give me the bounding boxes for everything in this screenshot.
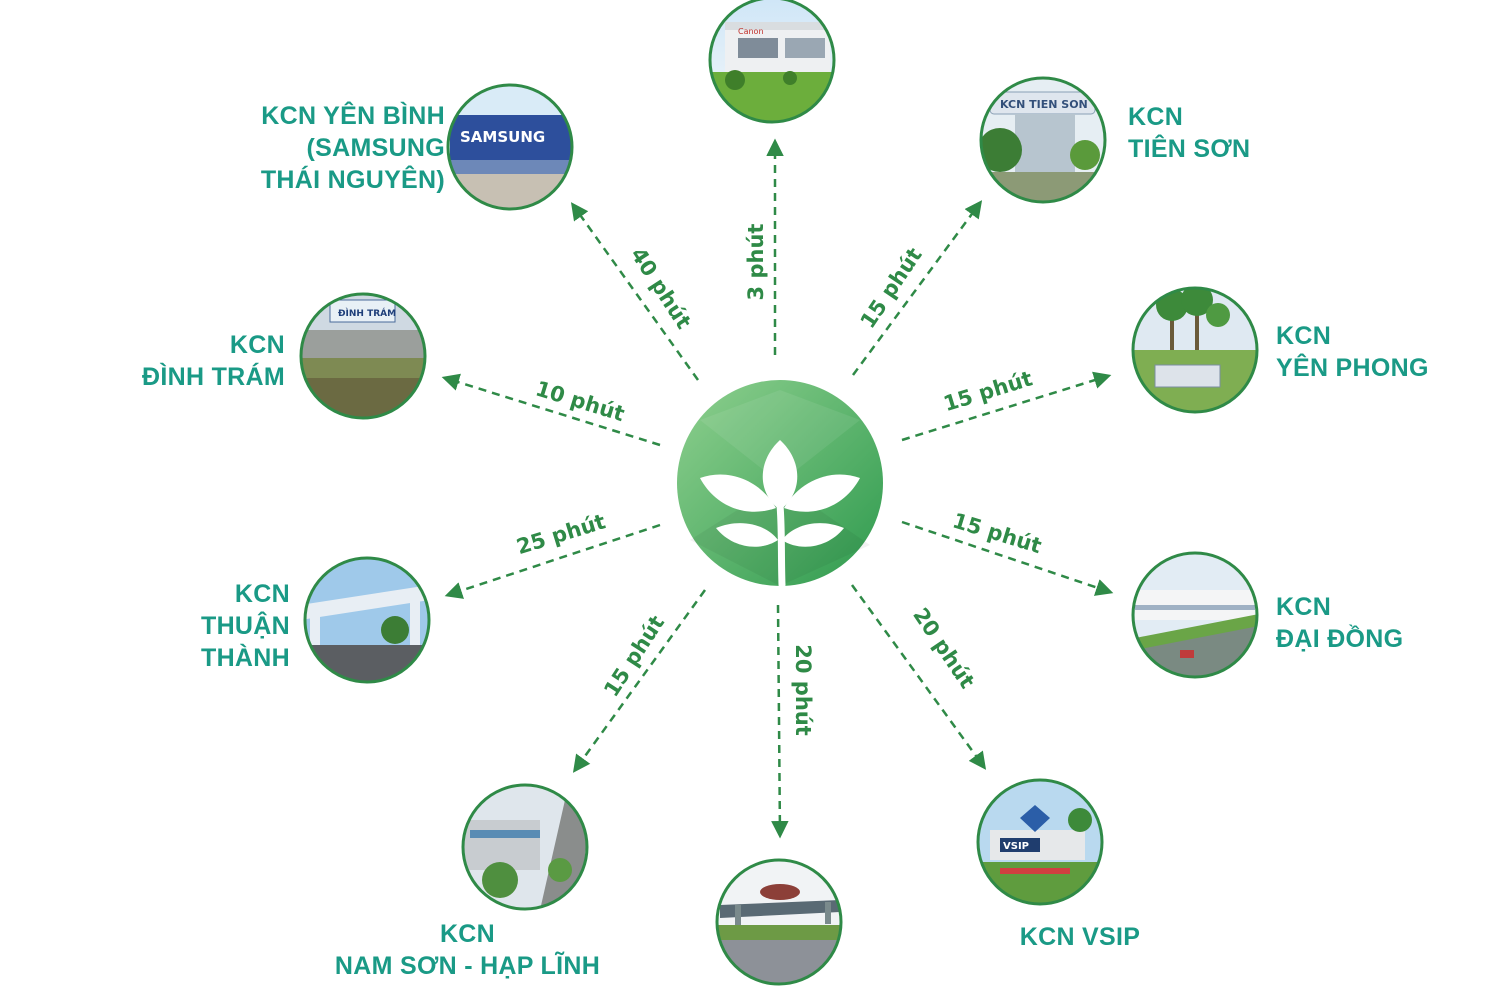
- photo-text-tien-son: KCN TIEN SON: [1000, 98, 1088, 111]
- photo-dinh-tram: ĐÌNH TRÁM: [299, 292, 427, 420]
- photo-text-vsip: VSIP: [1003, 841, 1029, 852]
- label-dai-dong: KCN ĐẠI ĐỒNG: [1276, 593, 1404, 653]
- svg-text:Canon: Canon: [738, 27, 764, 36]
- photo-tien-son: KCN TIEN SON: [979, 76, 1107, 204]
- label-thuan-thanh: KCN THUẬN THÀNH: [201, 580, 290, 672]
- time-label-dinh-tram: 10 phút: [533, 376, 628, 426]
- time-label-bottom: 20 phút: [791, 644, 815, 736]
- time-label-tien-son: 15 phút: [856, 243, 927, 332]
- arrow-dai-dong: [901, 520, 1114, 596]
- time-label-top: 3 phút: [744, 224, 768, 301]
- photo-dai-dong: [1131, 551, 1259, 679]
- arrow-yen-binh: [570, 202, 700, 381]
- arrow-yen-phong: [901, 371, 1112, 442]
- photo-text-dinh-tram: ĐÌNH TRÁM: [338, 307, 396, 319]
- label-tien-son: KCN TIÊN SƠN: [1128, 103, 1251, 163]
- label-nam-son-hap-linh: KCN NAM SƠN - HẠP LĨNH: [334, 920, 601, 980]
- photo-vsip: VSIP: [976, 778, 1104, 906]
- time-label-thuan-thanh: 25 phút: [514, 509, 609, 559]
- leaf-tree-icon: [700, 440, 860, 589]
- label-yen-binh: KCN YÊN BÌNH (SAMSUNG THÁI NGUYÊN): [260, 102, 445, 194]
- photo-thuan-thanh: [303, 556, 431, 684]
- photo-text-yen-binh: SAMSUNG: [460, 128, 545, 146]
- label-vsip: KCN VSIP: [1019, 923, 1141, 951]
- photo-yen-phong: [1131, 286, 1259, 414]
- label-dinh-tram: KCN ĐÌNH TRÁM: [142, 331, 285, 391]
- arrow-thuan-thanh: [444, 523, 661, 599]
- time-label-dai-dong: 15 phút: [950, 508, 1045, 558]
- hub-logo: [677, 380, 883, 589]
- arrow-dinh-tram: [441, 373, 661, 447]
- time-label-yen-binh: 40 phút: [626, 243, 696, 333]
- arrow-nam-son-hap-linh: [572, 589, 707, 773]
- arrow-vsip: [850, 584, 987, 770]
- photo-top: Canon: [708, 0, 836, 124]
- arrow-bottom: [771, 604, 789, 839]
- time-label-yen-phong: 15 phút: [941, 366, 1036, 416]
- photo-nam-son-hap-linh: [461, 783, 589, 911]
- photo-bottom: [715, 858, 843, 986]
- arrow-tien-son: [851, 200, 983, 376]
- time-label-nam-son-hap-linh: 15 phút: [599, 611, 669, 701]
- photo-yen-binh: SAMSUNG: [446, 83, 574, 211]
- label-yen-phong: KCN YÊN PHONG: [1276, 322, 1429, 382]
